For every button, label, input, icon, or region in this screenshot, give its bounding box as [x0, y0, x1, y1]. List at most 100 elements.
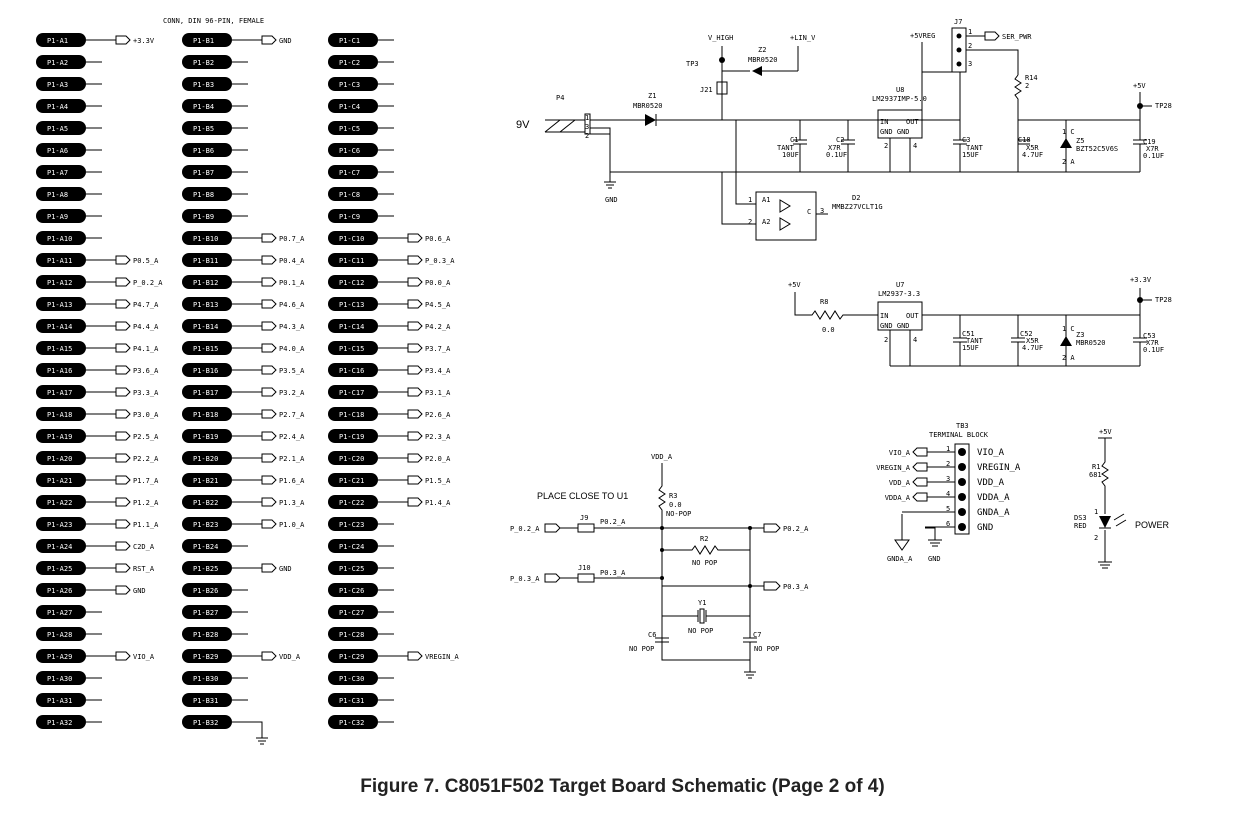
net-flag: [261, 497, 277, 507]
ds3-led-lines: [1099, 513, 1127, 529]
led-plus5v-label: +5V: [1099, 428, 1112, 436]
node-5: [748, 584, 752, 588]
net-label: P3.1_A: [425, 389, 451, 397]
terminal-flag: [912, 447, 928, 457]
c18-type: X5R: [1026, 144, 1039, 152]
connector-pin: P1-B3: [182, 77, 248, 91]
pin-pill: [182, 363, 232, 377]
c18-value: 4.7UF: [1022, 151, 1043, 159]
u7-part: LM2937-3.3: [878, 290, 920, 298]
u8-regulator: [877, 109, 923, 139]
net-label: P2.0_A: [425, 455, 451, 463]
net-label: P2.6_A: [425, 411, 451, 419]
c51-symbol: [953, 315, 967, 366]
y1-crystal: [699, 608, 705, 624]
pin-pill: [36, 429, 86, 443]
net-label: P1.6_A: [279, 477, 305, 485]
connector-pin: P1-A5: [36, 121, 102, 135]
c2-type: X7R: [828, 144, 841, 152]
pin-pill: [182, 627, 232, 641]
net-label: P0.5_A: [133, 257, 159, 265]
terminal-label: GNDA_A: [977, 508, 1010, 518]
c6-label: C6: [648, 631, 656, 639]
pin-pill: [36, 187, 86, 201]
connector-pin: P1-B24: [182, 539, 248, 553]
pin-label: P1-C15: [339, 345, 364, 353]
r14-symbol: [1014, 74, 1022, 172]
net-label: P3.7_A: [425, 345, 451, 353]
pin-label: P1-A6: [47, 147, 68, 155]
u7-wires: [889, 314, 1140, 367]
r2-pop: NO POP: [692, 559, 717, 567]
connector-pin: P1-C31: [328, 693, 394, 707]
pin-pill: [182, 341, 232, 355]
z2-wire: [762, 46, 799, 72]
pin-label: P1-A25: [47, 565, 72, 573]
j7-pin1: [956, 33, 962, 39]
pin-label: P1-C20: [339, 455, 364, 463]
pin-pill: [328, 231, 378, 245]
net-flag: [261, 453, 277, 463]
pin-label: P1-A14: [47, 323, 72, 331]
c3-symbol: [953, 120, 967, 172]
r3-pop: NO-POP: [666, 510, 691, 518]
c52-symbol: [1011, 315, 1025, 366]
net-label: P4.1_A: [133, 345, 159, 353]
net-flag: [407, 321, 423, 331]
pin-pill: [182, 231, 232, 245]
u8-pin-4: 4: [913, 142, 917, 150]
connector-pin: P1-C5: [328, 121, 394, 135]
pin-pill: [36, 99, 86, 113]
net-label: P3.0_A: [133, 411, 159, 419]
pin-label: P1-C17: [339, 389, 364, 397]
c2-symbol: [841, 120, 855, 172]
p4-label: P4: [556, 94, 564, 102]
pin-pill: [328, 165, 378, 179]
net-label: P1.1_A: [133, 521, 159, 529]
net-flag: [407, 409, 423, 419]
connector-pin: P1-A8: [36, 187, 102, 201]
pin-pill: [36, 165, 86, 179]
pin-pill: [36, 517, 86, 531]
pin-pill: [36, 671, 86, 685]
net-flag: [115, 35, 131, 45]
connector-pin: P1-A7: [36, 165, 102, 179]
net-label: C2D_A: [133, 543, 155, 551]
ds3-pin-1: 1: [1094, 508, 1098, 516]
c1-symbol: [793, 120, 807, 172]
pin-pill: [36, 539, 86, 553]
r8-symbol: [794, 292, 878, 320]
pin-label: P1-B28: [193, 631, 218, 639]
net-flag: [261, 277, 277, 287]
pin-label: P1-C24: [339, 543, 364, 551]
pin-label: P1-C25: [339, 565, 364, 573]
pin-pill: [328, 649, 378, 663]
terminal-pin-number: 5: [946, 505, 950, 513]
net-label: P1.3_A: [279, 499, 305, 507]
pin-label: P1-A4: [47, 103, 68, 111]
u8-gnd: GND GND: [880, 128, 910, 136]
net-flag: [407, 651, 423, 661]
net-flag: [407, 277, 423, 287]
c1-label: C1: [790, 136, 798, 144]
pin-pill: [328, 715, 378, 729]
pin-pill: [328, 451, 378, 465]
pin-pill: [36, 121, 86, 135]
p03-out-label: P0.3_A: [783, 583, 809, 591]
z3-part: MBR0520: [1076, 339, 1106, 347]
pin-pill: [182, 33, 232, 47]
c52-label: C52: [1020, 330, 1033, 338]
pin-pill: [36, 275, 86, 289]
ds3-color: RED: [1074, 522, 1087, 530]
net-flag: [261, 651, 277, 661]
y1-pop: NO POP: [688, 627, 713, 635]
